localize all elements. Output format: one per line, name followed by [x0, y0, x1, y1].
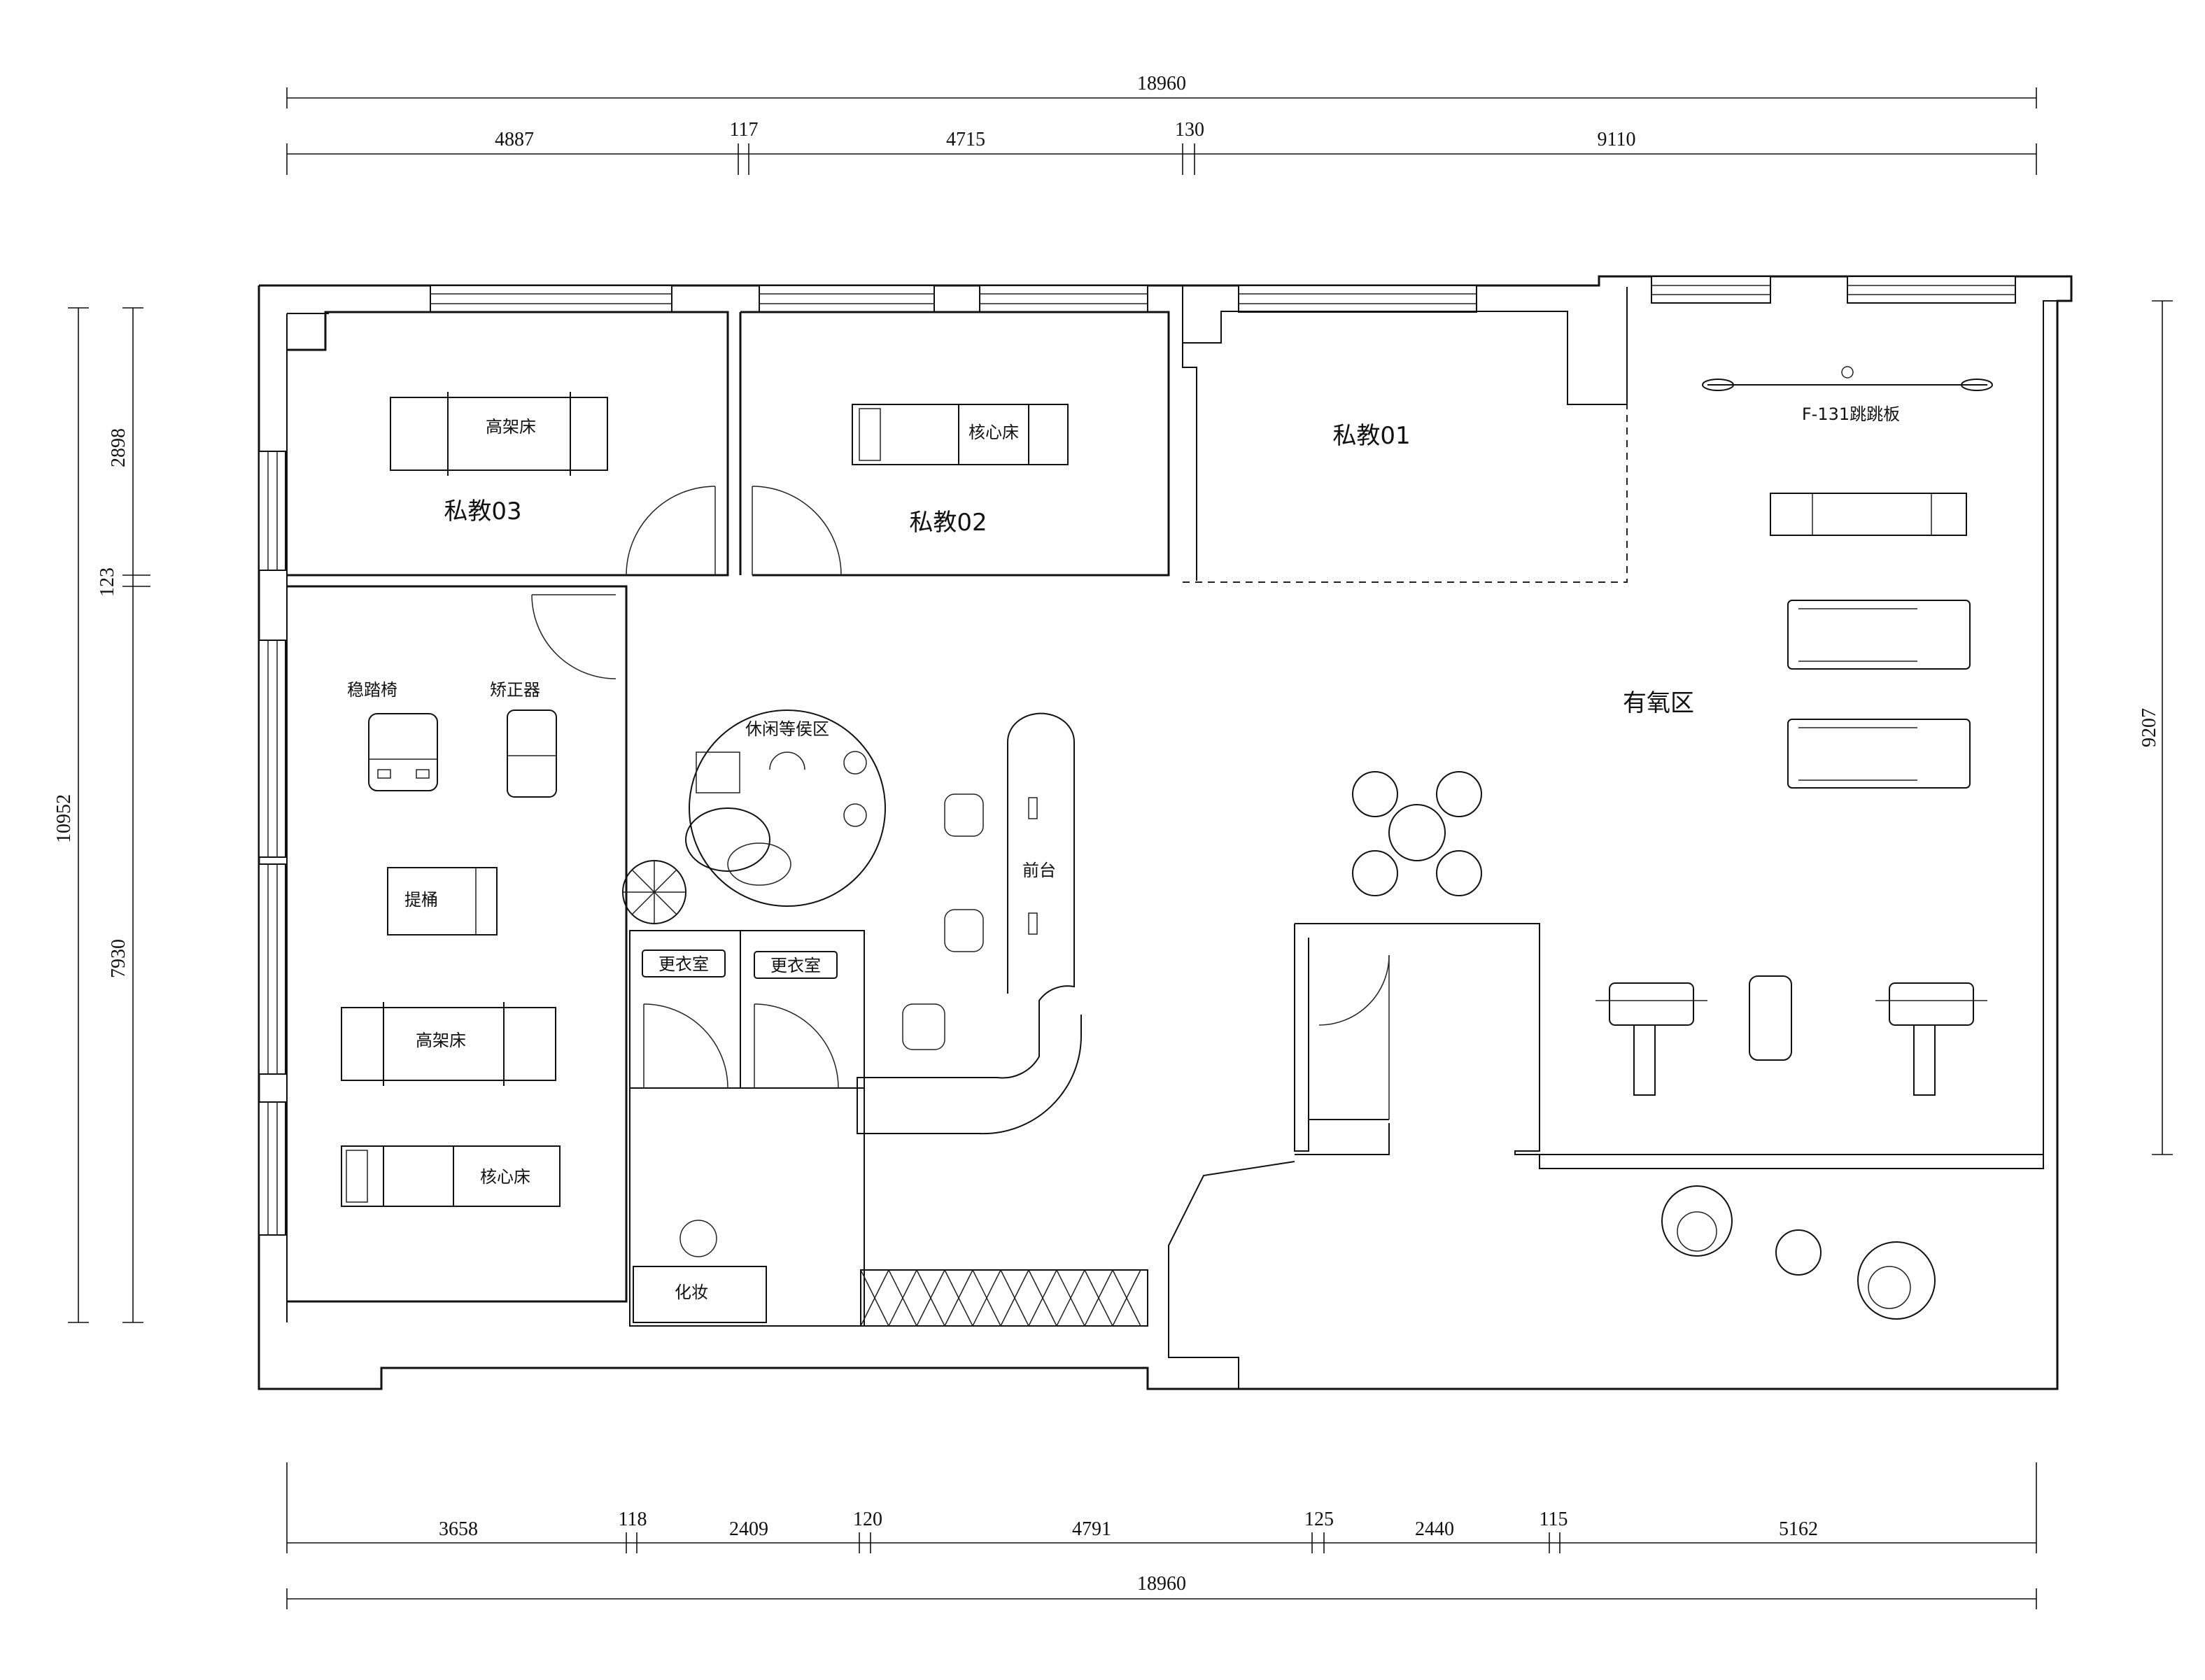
- left-room-equipment: 稳踏椅 矫正器 提桶 高架床 核心床: [341, 680, 561, 1207]
- core-bed-private-02: 核心床: [852, 404, 1069, 465]
- room-cardio-zone: 有氧区: [1623, 689, 1694, 717]
- top-windows: [430, 276, 2016, 313]
- high-bed-label-top: 高架床: [486, 417, 536, 437]
- stable-chair-label: 稳踏椅: [347, 680, 397, 700]
- dim-bottom-seg-8: 115: [1540, 1509, 1568, 1530]
- dim-left-seg-3: 7930: [108, 939, 129, 978]
- dim-top-seg-2: 117: [730, 119, 759, 141]
- dim-bottom-seg-2: 118: [619, 1509, 647, 1530]
- bottom-dimensions: 3658 118 2409 120 4791 125 2440 115 5162…: [286, 1462, 2037, 1609]
- dim-top-seg-4: 130: [1175, 119, 1204, 141]
- outer-walls: [258, 275, 2073, 1390]
- dim-top-seg-1: 4887: [495, 129, 534, 150]
- core-bed-label-lower: 核心床: [480, 1167, 530, 1187]
- dim-bottom-seg-7: 2440: [1415, 1518, 1454, 1540]
- dim-left-total: 10952: [53, 794, 75, 843]
- dim-top-seg-3: 4715: [946, 129, 985, 150]
- dim-bottom-seg-3: 2409: [729, 1518, 768, 1540]
- changing-room-2-label: 更衣室: [770, 956, 821, 975]
- changing-rooms: 更衣室 更衣室 化妆: [642, 950, 838, 1302]
- top-dimensions: 18960 4887 117 4715 130 9110: [286, 73, 2037, 175]
- room-private-03: 私教03: [444, 497, 521, 525]
- cardio-equipment: F-131跳跳板: [1595, 366, 1993, 1096]
- barrel-label: 提桶: [404, 890, 438, 910]
- dim-bottom-seg-9: 5162: [1779, 1518, 1818, 1540]
- dim-bottom-seg-1: 3658: [439, 1518, 478, 1540]
- lounge-label: 休闲等侯区: [745, 719, 829, 739]
- lounge-area: 休闲等侯区: [622, 710, 886, 924]
- dim-right-total: 9207: [2139, 708, 2160, 747]
- round-table-set: [1352, 771, 1482, 896]
- room-private-01: 私教01: [1332, 422, 1410, 450]
- right-dimensions: 9207: [2139, 300, 2173, 1155]
- dim-bottom-seg-6: 125: [1304, 1509, 1334, 1530]
- changing-room-1-label: 更衣室: [658, 954, 709, 974]
- interior-walls: [287, 285, 2043, 1327]
- outdoor-planters: [1661, 1185, 1936, 1320]
- dim-bottom-total: 18960: [1137, 1573, 1186, 1595]
- dim-top-seg-5: 9110: [1598, 129, 1636, 150]
- reception-desk: 前台: [857, 712, 1082, 1135]
- dim-top-total: 18960: [1137, 73, 1186, 94]
- dim-left-seg-2: 123: [97, 567, 118, 597]
- room-private-02: 私教02: [909, 509, 987, 537]
- core-bed-label-top: 核心床: [968, 423, 1019, 442]
- high-bed-label-lower: 高架床: [416, 1031, 466, 1050]
- left-dimensions: 10952 2898 123 7930: [53, 307, 150, 1323]
- dim-bottom-seg-5: 4791: [1072, 1518, 1111, 1540]
- doors: [531, 486, 1390, 1120]
- high-bed-private-03: 高架床: [390, 392, 608, 476]
- dim-left-seg-1: 2898: [108, 428, 129, 467]
- corrector-label: 矫正器: [490, 680, 540, 700]
- left-windows: [258, 451, 286, 1236]
- makeup-label: 化妆: [675, 1283, 708, 1302]
- jump-board-label: F-131跳跳板: [1802, 404, 1900, 424]
- reception-label: 前台: [1022, 861, 1056, 880]
- dim-bottom-seg-4: 120: [853, 1509, 882, 1530]
